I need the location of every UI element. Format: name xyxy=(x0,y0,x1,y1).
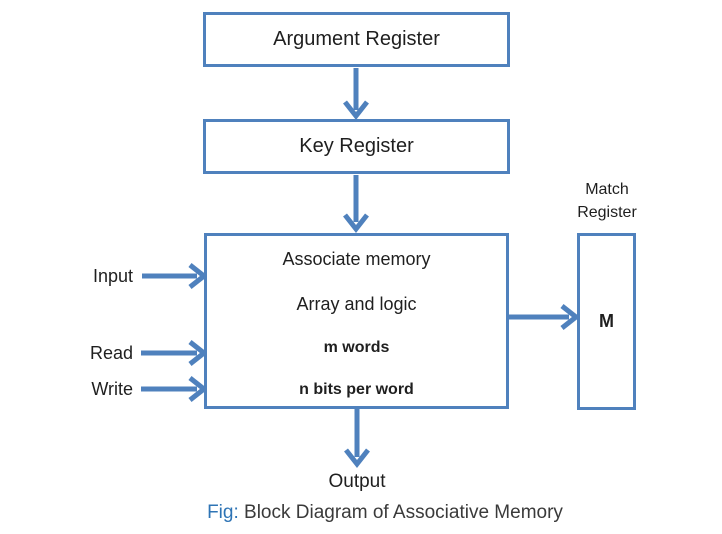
argument-register-box: Argument Register xyxy=(203,12,510,67)
associative-memory-box: Associate memory Array and logic m words… xyxy=(204,233,509,409)
arrow-memory-to-output-icon xyxy=(344,409,370,469)
caption-fig-prefix: Fig: xyxy=(207,502,239,523)
output-label: Output xyxy=(328,471,386,492)
write-label: Write xyxy=(91,379,133,399)
associative-memory-line-1: Associate memory xyxy=(282,249,431,269)
associative-memory-line-2: Array and logic xyxy=(296,294,417,314)
associative-memory-line-4: n bits per word xyxy=(299,381,414,398)
match-register-label-line-1: Match xyxy=(585,181,629,198)
key-register-label: Key Register xyxy=(299,135,414,157)
read-label: Read xyxy=(89,343,133,363)
arrow-read-to-memory-icon xyxy=(141,340,209,366)
arrow-memory-to-match-icon xyxy=(509,304,581,330)
associative-memory-line-3: m words xyxy=(323,339,390,356)
match-register-label: Match Register xyxy=(547,178,667,224)
argument-register-label: Argument Register xyxy=(273,28,440,50)
key-register-box: Key Register xyxy=(203,119,510,174)
match-register-box: M xyxy=(577,233,636,410)
arrow-argument-to-key-icon xyxy=(343,68,369,121)
arrow-write-to-memory-icon xyxy=(141,376,209,402)
match-register-label-line-2: Register xyxy=(577,204,637,221)
match-register-value: M xyxy=(599,311,614,331)
caption-text: Block Diagram of Associative Memory xyxy=(244,502,563,523)
input-label: Input xyxy=(92,266,133,286)
figure-caption: Fig: Block Diagram of Associative Memory xyxy=(190,502,580,524)
arrow-input-to-memory-icon xyxy=(142,263,209,289)
arrow-key-to-memory-icon xyxy=(343,175,369,234)
